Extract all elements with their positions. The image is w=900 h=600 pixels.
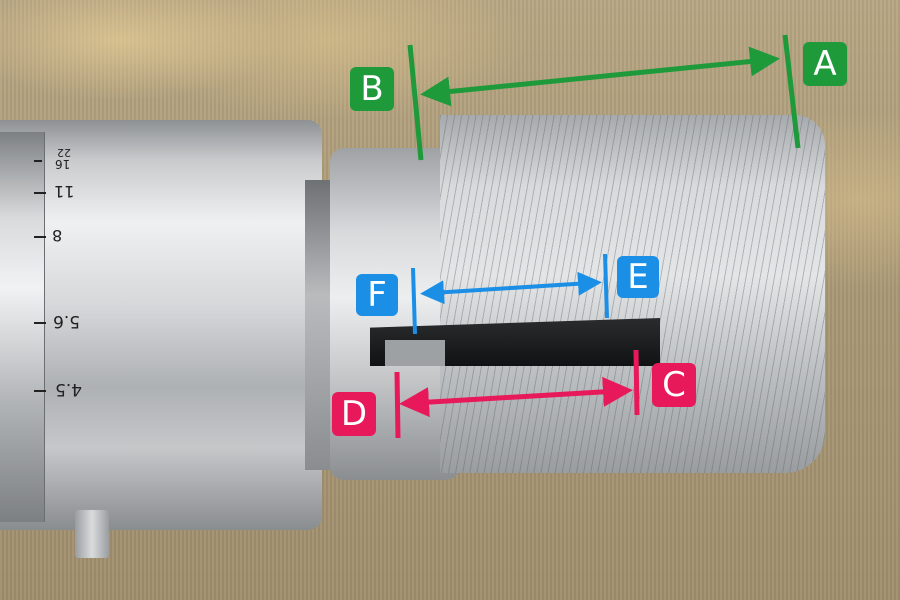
lens-barrel xyxy=(0,120,322,530)
label-c: C xyxy=(652,363,696,407)
line-c xyxy=(633,349,640,416)
line-d xyxy=(394,371,401,439)
tick xyxy=(34,160,42,162)
label-f: F xyxy=(356,274,398,316)
slot-floor xyxy=(385,340,445,366)
label-e: E xyxy=(617,256,659,298)
label-a: A xyxy=(803,42,847,86)
arrow-dc xyxy=(399,376,633,418)
arrow-fe xyxy=(420,271,602,305)
label-b: B xyxy=(350,67,394,111)
line-a xyxy=(782,34,801,149)
label-d: D xyxy=(332,392,376,436)
ring-tab xyxy=(75,510,109,558)
tick xyxy=(34,236,46,238)
tick xyxy=(34,390,46,392)
line-e xyxy=(603,253,609,319)
tick xyxy=(34,192,46,194)
aperture-ring xyxy=(0,132,45,522)
arrow-ab xyxy=(420,46,780,107)
line-f xyxy=(411,267,417,335)
tick xyxy=(34,322,46,324)
line-b xyxy=(407,44,424,161)
